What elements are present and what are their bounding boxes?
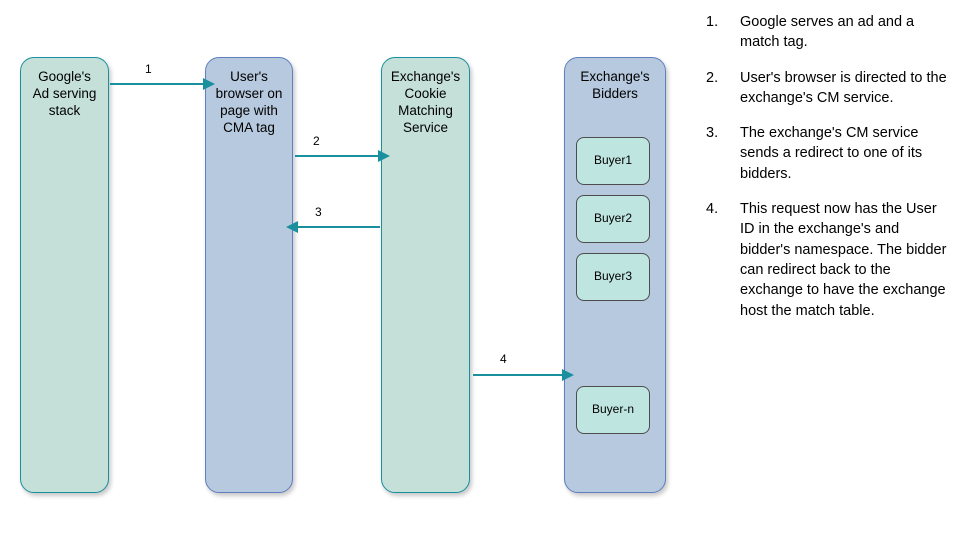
list-item: 3. The exchange's CM service sends a red…	[706, 123, 950, 184]
step-text-2: User's browser is directed to the exchan…	[740, 69, 947, 106]
buyer-box-n: Buyer-n	[576, 386, 650, 434]
lane-exchange-cookie-matching-service: Exchange's Cookie Matching Service	[381, 57, 470, 493]
buyer-box-3: Buyer3	[576, 253, 650, 301]
step-text-4: This request now has the User ID in the …	[740, 201, 947, 319]
arrow-4-label: 4	[500, 352, 507, 366]
arrow-1-label: 1	[145, 62, 152, 76]
step-number-3: 3.	[706, 125, 719, 142]
list-item: 1. Google serves an ad and a match tag.	[706, 12, 950, 53]
arrow-1-google-to-browser	[110, 78, 215, 90]
arrow-2-browser-to-cms	[295, 150, 390, 162]
buyer-box-2: Buyer2	[576, 195, 650, 243]
lane-bidders-label: Exchange's Bidders	[580, 69, 650, 101]
lane-google-label: Google's Ad serving stack	[32, 69, 97, 118]
lane-cms-label: Exchange's Cookie Matching Service	[390, 69, 461, 135]
step-text-3: The exchange's CM service sends a redire…	[740, 125, 923, 182]
step-text-1: Google serves an ad and a match tag.	[740, 14, 915, 51]
arrow-3-cms-to-browser	[286, 221, 380, 233]
arrow-3-label: 3	[315, 205, 322, 219]
lane-exchange-bidders: Exchange's Bidders Buyer1 Buyer2 Buyer3 …	[564, 57, 666, 493]
list-item: 4. This request now has the User ID in t…	[706, 199, 950, 321]
lane-user-browser: User's browser on page with CMA tag	[205, 57, 293, 493]
lane-browser-label: User's browser on page with CMA tag	[215, 69, 283, 135]
lane-google-ad-serving-stack: Google's Ad serving stack	[20, 57, 109, 493]
steps-list: 1. Google serves an ad and a match tag. …	[706, 12, 950, 336]
step-number-4: 4.	[706, 201, 719, 218]
arrow-4-cms-to-bidders	[473, 369, 574, 381]
arrow-2-label: 2	[313, 134, 320, 148]
step-number-1: 1.	[706, 14, 719, 30]
list-item: 2. User's browser is directed to the exc…	[706, 68, 950, 109]
step-number-2: 2.	[706, 69, 719, 86]
buyer-box-1: Buyer1	[576, 137, 650, 185]
